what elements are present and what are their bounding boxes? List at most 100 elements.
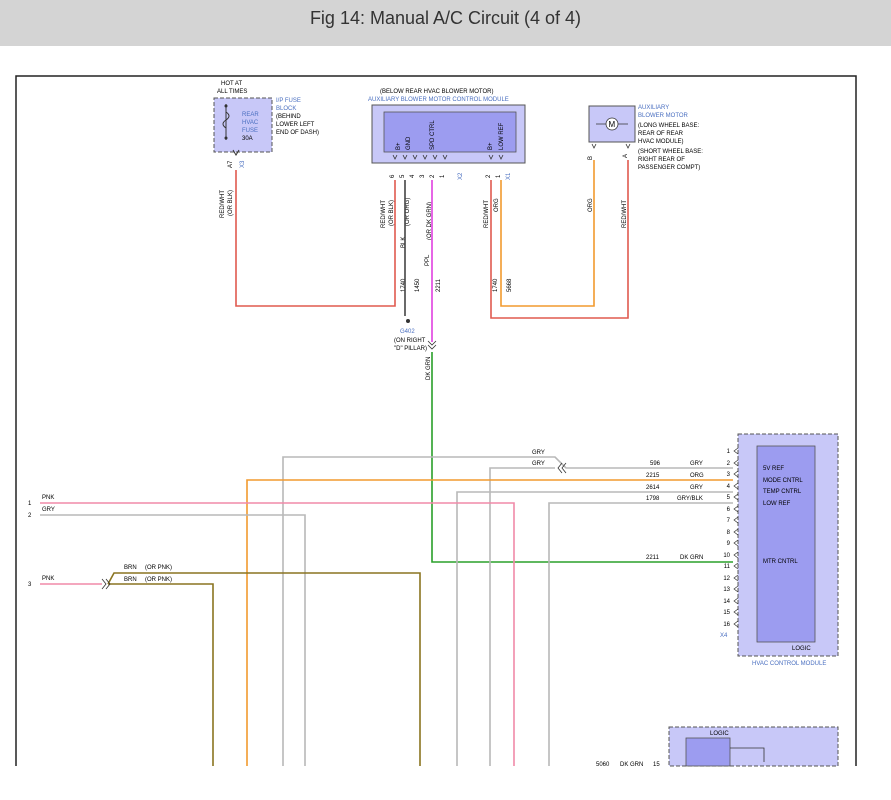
aux-terminal-b1: B+: [396, 142, 402, 150]
aux-wire1-color: ORG: [494, 198, 500, 212]
pin3-connector-symbol: [101, 578, 111, 590]
upper-wires: [235, 160, 733, 563]
brn-label-1: BRN: [124, 565, 137, 571]
hvac-circuit-2211: 2211: [646, 555, 660, 561]
hvac-pin-arrows: [733, 447, 739, 628]
left-pin1-wire: PNK: [42, 495, 54, 501]
figure-header: Fig 14: Manual A/C Circuit (4 of 4): [0, 0, 891, 46]
wire-red-b-plus: [490, 160, 629, 319]
hvac-pin: 10: [723, 553, 730, 559]
hot-label-1: HOT AT: [221, 81, 242, 87]
brn-label-2b: (OR PNK): [145, 577, 172, 583]
hvac-color-596: GRY: [690, 461, 703, 467]
aux-terminal-gnd: GND: [406, 136, 412, 150]
fuse-block-label-2: BLOCK: [276, 106, 296, 112]
hvac-pin: 5: [727, 495, 731, 501]
aux-wire3-alt: (OR DK GRN): [427, 202, 433, 240]
hvac-pin: 7: [727, 518, 731, 524]
hvac-func-p10: MTR CNTRL: [763, 559, 798, 565]
blower-motor-loc-4: (SHORT WHEEL BASE:: [638, 149, 703, 155]
aux-pin-arrows: [392, 154, 504, 160]
aux-module-loc: (BELOW REAR HVAC BLOWER MOTOR): [380, 89, 493, 95]
blower-motor-symbol: [605, 117, 619, 131]
fuse-label-2: HVAC: [242, 120, 259, 126]
aux-terminal-spd: SPD CTRL: [430, 120, 436, 150]
aux-module-inner: [383, 111, 517, 153]
aux-conn-left: X2: [458, 172, 464, 180]
lower-module-inner: [685, 737, 731, 767]
fuse-label-1: REAR: [242, 112, 259, 118]
hvac-pin: 15: [723, 610, 730, 616]
hvac-pin: 3: [727, 472, 731, 478]
blower-pin-b: B: [588, 156, 594, 160]
aux-pin-1: 1: [440, 174, 446, 178]
fuse-loc-1: (BEHIND: [276, 114, 301, 120]
hvac-circuit-1798: 1798: [646, 496, 660, 502]
blower-motor-loc-5: RIGHT REAR OF: [638, 157, 685, 163]
blower-pin-arrows: [591, 143, 631, 149]
wire-red-fuse-to-aux: [235, 170, 396, 307]
aux-wire5-alt: (OR ORG): [405, 198, 411, 226]
hvac-pin: 8: [727, 530, 731, 536]
lower-pin: 15: [653, 762, 660, 768]
hvac-pin: 1: [727, 449, 731, 455]
hvac-module-name: HVAC CONTROL MODULE: [752, 661, 826, 667]
ground-connector-symbol: [427, 340, 437, 350]
aux-pin-r2: 2: [486, 174, 492, 178]
fuse-pin-arrow: [232, 149, 240, 156]
hvac-pin: 16: [723, 622, 730, 628]
fuse-label-4: 30A: [242, 136, 253, 142]
aux-terminal-b2: B+: [488, 142, 494, 150]
aux-pin-4: 4: [410, 174, 416, 178]
fuse-block-label-1: I/P FUSE: [276, 98, 301, 104]
aux-pin-6: 6: [390, 174, 396, 178]
ground-name: G402: [400, 329, 415, 335]
left-pin3: 3: [28, 582, 32, 588]
wire-gray-splice-branch: [489, 467, 555, 766]
hvac-circuit-596: 596: [650, 461, 661, 467]
aux-circuit-c2: 1740: [493, 278, 499, 292]
fuse-wire-alt: (OR BLK): [228, 190, 234, 216]
hvac-logic-label: LOGIC: [792, 646, 811, 652]
aux-wire2-color: RED/WHT: [484, 200, 490, 228]
aux-terminal-lowref: LOW REF: [499, 122, 505, 150]
hvac-func-p5: LOW REF: [763, 501, 791, 507]
diagram-frame: [15, 75, 857, 766]
hvac-pin: 6: [727, 507, 731, 513]
brn-label-2: BRN: [124, 577, 137, 583]
fuse-loc-3: END OF DASH): [276, 130, 319, 136]
hvac-func-p3: MODE CNTRL: [763, 478, 803, 484]
lower-module-lead: [730, 747, 765, 762]
blower-wire-b: ORG: [588, 198, 594, 212]
hvac-module-inner: [756, 445, 816, 643]
aux-wire6-alt: (OR BLK): [389, 200, 395, 226]
hvac-pin: 14: [723, 599, 730, 605]
lower-logic-label: LOGIC: [710, 731, 729, 737]
aux-wire5-color: BLK: [401, 237, 407, 248]
hvac-color-1798: GRY/BLK: [677, 496, 703, 502]
fuse-connector: X3: [240, 160, 246, 168]
hvac-color-2215: ORG: [690, 473, 704, 479]
wire-gray-pin2: [40, 514, 306, 766]
aux-pin-5: 5: [400, 174, 406, 178]
aux-module-name: AUXILIARY BLOWER MOTOR CONTROL MODULE: [368, 97, 509, 103]
hvac-pins: 1 2 3 4 5 6 7 8 9 10 11 12 13 14 15 16: [723, 449, 730, 628]
fuse-symbol: [222, 111, 230, 129]
wire-gray-1798: [548, 502, 733, 766]
blower-pin-a: A: [623, 154, 629, 158]
left-pin1: 1: [28, 501, 32, 507]
aux-conn-right: X1: [506, 172, 512, 180]
blower-motor-loc-1: (LONG WHEEL BASE:: [638, 123, 699, 129]
hvac-color-2614: GRY: [690, 485, 703, 491]
hvac-pin: 11: [724, 564, 731, 570]
fuse-wire-color: RED/WHT: [220, 190, 226, 218]
blower-motor-name-1: AUXILIARY: [638, 105, 669, 111]
ground-loc-1: (ON RIGHT: [394, 338, 426, 344]
lower-wire: DK GRN: [620, 762, 643, 768]
blower-motor-loc-3: HVAC MODULE): [638, 139, 684, 145]
wire-gray-596: [282, 456, 733, 766]
aux-pin-3: 3: [420, 174, 426, 178]
hvac-pin: 9: [727, 541, 731, 547]
hvac-pin: 13: [723, 587, 730, 593]
